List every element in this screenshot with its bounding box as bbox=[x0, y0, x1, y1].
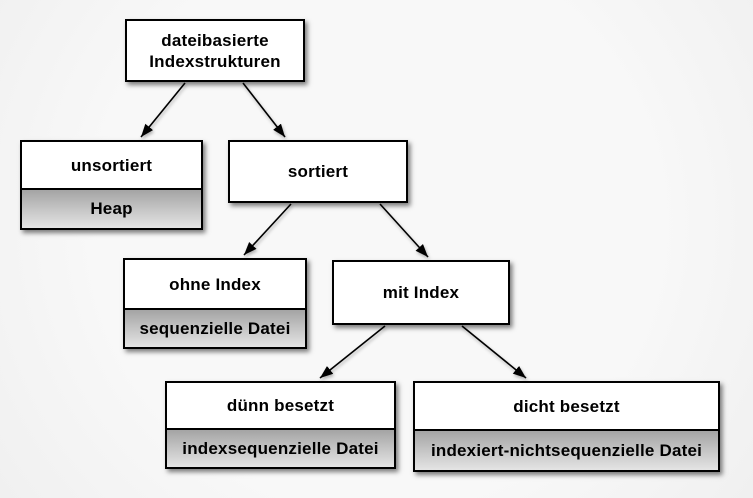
arrow-mit-index-to-dicht-besetzt bbox=[461, 325, 527, 379]
node-dicht-besetzt-label: dicht besetzt bbox=[513, 396, 620, 416]
node-mit-index: mit Index bbox=[332, 260, 510, 325]
node-duenn-besetzt: dünn besetzt indexsequenzielle Datei bbox=[165, 381, 396, 469]
node-root-label: dateibasierte Indexstrukturen bbox=[149, 30, 281, 71]
arrow-root-to-unsortiert bbox=[140, 82, 186, 138]
node-ohne-index: ohne Index sequenzielle Datei bbox=[123, 258, 307, 349]
node-ohne-index-sublabel: sequenzielle Datei bbox=[125, 308, 305, 347]
node-sortiert: sortiert bbox=[228, 140, 408, 203]
node-mit-index-label: mit Index bbox=[382, 283, 460, 302]
node-unsortiert-sublabel: Heap bbox=[22, 188, 201, 228]
node-unsortiert: unsortiert Heap bbox=[20, 140, 203, 230]
arrow-mit-index-to-duenn-besetzt bbox=[319, 325, 386, 379]
arrow-root-to-sortiert bbox=[242, 82, 286, 138]
node-duenn-besetzt-label: dünn besetzt bbox=[226, 396, 335, 415]
arrow-sortiert-to-ohne-index bbox=[243, 203, 292, 256]
node-root: dateibasierte Indexstrukturen bbox=[125, 19, 305, 82]
node-dicht-besetzt: dicht besetzt indexiert-nichtsequenziell… bbox=[413, 381, 720, 472]
node-dicht-besetzt-sublabel: indexiert-nichtsequenzielle Datei bbox=[415, 429, 718, 470]
node-unsortiert-label: unsortiert bbox=[70, 155, 153, 175]
node-ohne-index-label: ohne Index bbox=[169, 274, 261, 294]
node-duenn-besetzt-sublabel: indexsequenzielle Datei bbox=[167, 428, 394, 467]
node-sortiert-label: sortiert bbox=[287, 162, 349, 181]
arrow-sortiert-to-mit-index bbox=[379, 203, 429, 258]
